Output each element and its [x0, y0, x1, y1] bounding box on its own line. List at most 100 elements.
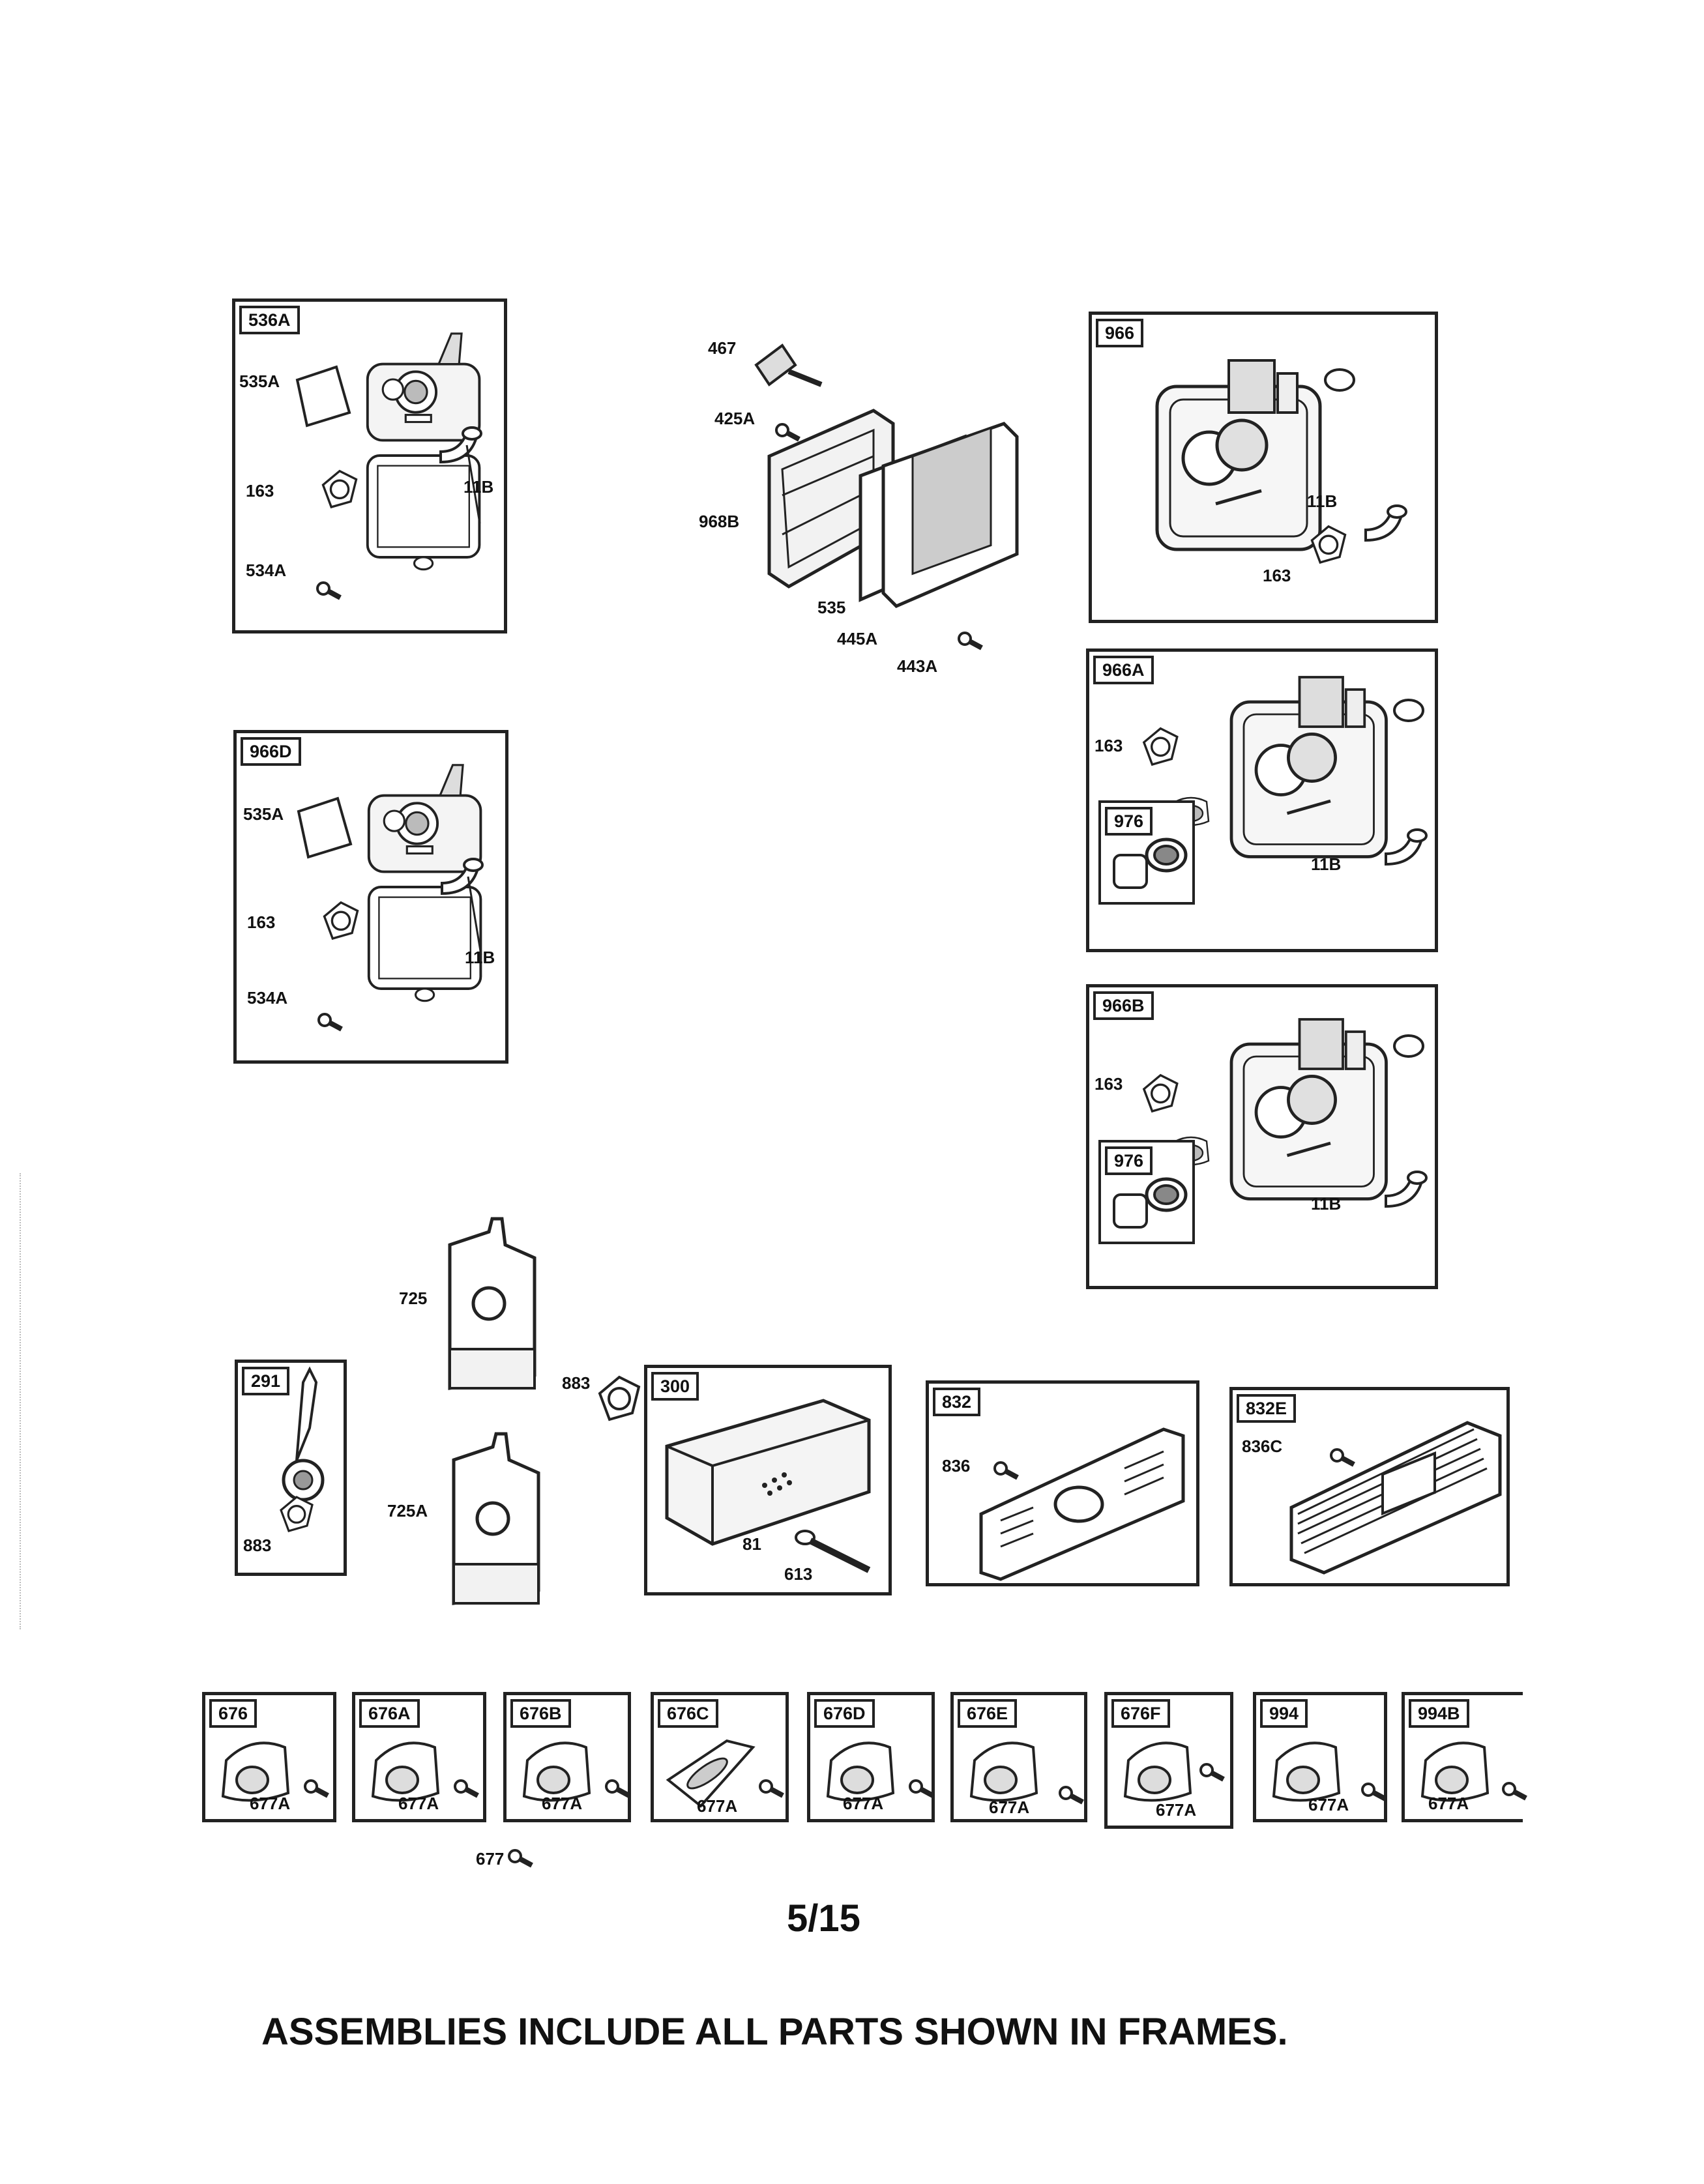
frame-536a: 536A 535A 163 534A 11B [232, 298, 507, 633]
frame-300: 300 81 613 [644, 1365, 892, 1595]
part-label: 613 [784, 1564, 813, 1584]
frame-994b: 994B 677A [1402, 1692, 1523, 1822]
frame-676f: 676F 677A [1104, 1692, 1233, 1829]
page-number: 5/15 [787, 1897, 860, 1940]
part-label: 968B [699, 512, 740, 531]
frame-tag: 994 [1260, 1699, 1308, 1728]
frame-966b: 966B 163 11B 976 [1086, 984, 1438, 1289]
part-label: 677A [843, 1794, 884, 1813]
frame-tag: 966B [1093, 991, 1154, 1020]
frame-676c: 676C 677A [651, 1692, 789, 1822]
part-label: 163 [246, 481, 274, 501]
frame-tag: 832 [933, 1388, 981, 1416]
muffler-deflector-art [662, 1734, 786, 1819]
frame-966a: 966A 163 11B 976 [1086, 648, 1438, 952]
muffler-deflector-art [213, 1734, 331, 1819]
part-label: 534A [247, 988, 288, 1008]
frame-976: 976 [1098, 1140, 1195, 1244]
frame-tag: 676D [814, 1699, 875, 1728]
part-label: 677 [476, 1849, 505, 1869]
frame-291: 291 883 [235, 1360, 347, 1576]
frame-tag: 536A [239, 306, 300, 334]
part-label: 677A [542, 1794, 583, 1813]
air-cleaner-assembly-art [286, 763, 484, 1059]
part-label: 163 [247, 912, 276, 932]
muffler-kit-art [280, 1369, 342, 1532]
frame-676a: 676A 677A [352, 1692, 486, 1822]
muffler-deflector-art [1413, 1734, 1523, 1819]
part-label: 425A [714, 409, 756, 428]
frame-676e: 676E 677A [950, 1692, 1087, 1822]
frame-976: 976 [1098, 800, 1195, 905]
frame-966d: 966D 535A 163 534A 11B [233, 730, 508, 1064]
part-label: 677A [250, 1794, 291, 1813]
frame-tag: 676C [658, 1699, 718, 1728]
part-label: 535A [243, 804, 284, 824]
muffler-deflector-art [962, 1734, 1079, 1819]
part-label: 11B [465, 948, 495, 967]
part-label: 11B [1311, 854, 1342, 874]
part-label: 445A [837, 629, 878, 648]
part-label: 677A [697, 1796, 738, 1816]
part-label: 163 [1263, 566, 1291, 585]
part-label: 81 [742, 1534, 761, 1554]
frame-tag: 976 [1105, 1146, 1153, 1175]
part-label: 443A [897, 656, 938, 676]
bearing-art [1108, 836, 1192, 901]
heat-shield-art [443, 1219, 541, 1401]
frame-tag: 966D [241, 737, 301, 766]
muffler-guard-art [1252, 1410, 1506, 1586]
muffler-deflector-art [1264, 1734, 1381, 1819]
part-label: 467 [708, 338, 737, 358]
part-label: 163 [1094, 736, 1123, 755]
frame-832e: 832E 836C [1229, 1387, 1510, 1586]
part-label: 883 [243, 1536, 272, 1555]
frame-676: 676 677A [202, 1692, 336, 1822]
frame-tag: 300 [651, 1372, 699, 1401]
frame-tag: 676A [359, 1699, 420, 1728]
frame-tag: 976 [1105, 807, 1153, 836]
frame-tag: 291 [242, 1367, 290, 1395]
part-label: 725A [387, 1501, 428, 1521]
muffler-art [654, 1394, 889, 1590]
screw-art [507, 1848, 540, 1874]
frame-tag: 676E [958, 1699, 1018, 1728]
frame-tag: 994B [1409, 1699, 1469, 1728]
frame-tag: 966A [1093, 656, 1154, 684]
muffler-deflector-art [514, 1734, 632, 1819]
frame-676d: 676D 677A [807, 1692, 935, 1822]
frame-676b: 676B 677A [503, 1692, 631, 1822]
intake-plate-assembly-art [1118, 341, 1407, 564]
intake-plate-assembly-art [1143, 665, 1428, 866]
frame-tag: 676B [510, 1699, 571, 1728]
intake-plate-assembly-art [1143, 1000, 1428, 1208]
part-label: 677A [989, 1798, 1030, 1817]
frame-832: 832 836 [926, 1380, 1199, 1586]
scan-edge [20, 1173, 21, 1629]
part-label: 677A [398, 1794, 439, 1813]
frame-tag: 832E [1237, 1394, 1297, 1423]
part-label: 535A [239, 371, 280, 391]
frame-966: 966 11B 163 [1089, 312, 1438, 623]
frame-tag: 966 [1096, 319, 1144, 347]
muffler-deflector-art [363, 1734, 480, 1819]
air-cleaner-assembly-art [284, 332, 482, 628]
bearing-art [1108, 1175, 1192, 1240]
footer-note: ASSEMBLIES INCLUDE ALL PARTS SHOWN IN FR… [261, 2011, 1288, 2053]
part-label: 677A [1428, 1794, 1469, 1813]
part-label: 11B [463, 477, 494, 497]
heat-shield-art [447, 1434, 545, 1616]
part-label: 677A [1308, 1795, 1349, 1814]
part-label: 534A [246, 561, 287, 580]
muffler-deflector-art [1115, 1734, 1233, 1819]
frame-tag: 676 [209, 1699, 257, 1728]
frame-tag: 676F [1111, 1699, 1170, 1728]
muffler-guard-art [948, 1410, 1196, 1586]
part-label: 677A [1156, 1800, 1197, 1820]
part-label: 11B [1311, 1194, 1342, 1214]
part-label: 836 [942, 1456, 971, 1476]
part-label: 725 [399, 1289, 428, 1308]
part-label: 11B [1307, 491, 1338, 511]
air-filter-cover-art [743, 326, 1043, 691]
gasket-art [598, 1376, 640, 1421]
